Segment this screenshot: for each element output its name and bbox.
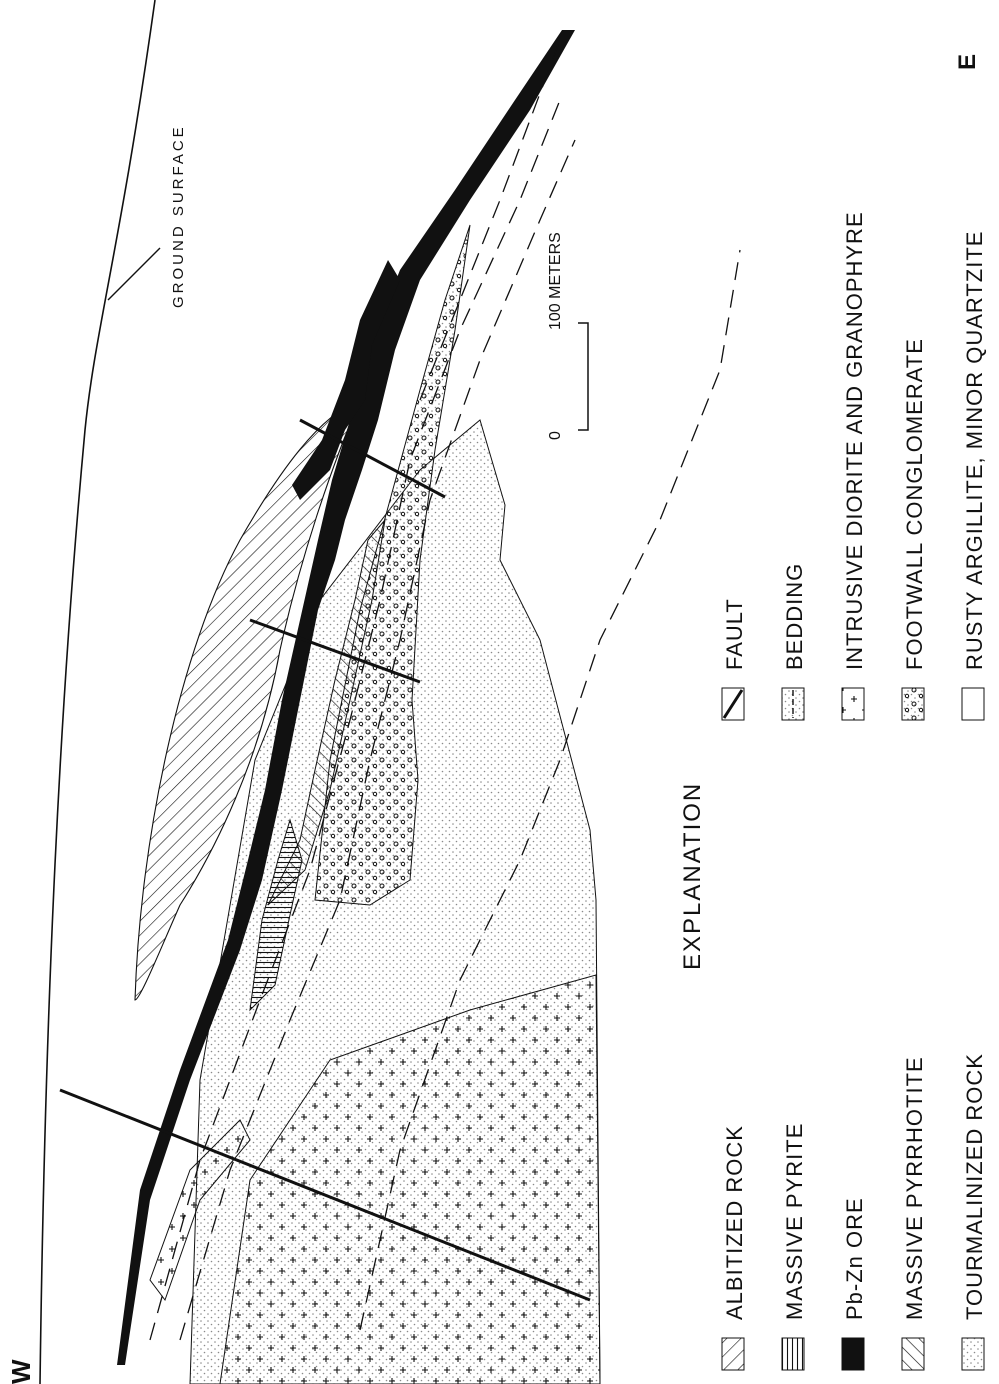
legend-swatch-pyrrhotite <box>902 1338 924 1370</box>
legend-swatch-tourmalinized <box>962 1338 984 1370</box>
legend-swatch-argillite <box>962 688 984 720</box>
legend-swatch-pbzn <box>842 1338 864 1370</box>
legend-label-fault: FAULT <box>722 598 747 670</box>
legend-label-tourmalinized: TOURMALINIZED ROCK <box>962 1053 987 1320</box>
legend-label-bedding: BEDDING <box>782 563 807 670</box>
ground-surface-label: GROUND SURFACE <box>170 124 187 308</box>
legend-label-diorite: INTRUSIVE DIORITE AND GRANOPHYRE <box>842 211 867 670</box>
legend-left-column: ALBITIZED ROCK MASSIVE PYRITE Pb-Zn ORE … <box>722 1053 987 1370</box>
legend-swatch-pyrite <box>782 1338 804 1370</box>
scale-end-label: 100 METERS <box>547 232 564 330</box>
scale-zero-label: 0 <box>547 431 564 440</box>
legend-swatch-albitized <box>722 1338 744 1370</box>
ground-surface-line <box>40 0 155 1384</box>
legend-title: EXPLANATION <box>679 782 706 970</box>
scale-bar: 0 100 METERS <box>547 232 588 440</box>
legend-swatch-conglomerate <box>902 688 924 720</box>
legend-right-column: FAULT BEDDING INTRUSIVE DIORITE AND GRAN… <box>722 211 987 720</box>
legend-label-pyrrhotite: MASSIVE PYRRHOTITE <box>902 1056 927 1320</box>
legend-swatch-diorite <box>842 688 864 720</box>
legend-label-pyrite: MASSIVE PYRITE <box>782 1123 807 1320</box>
ground-surface-leader <box>108 248 160 300</box>
west-label: W <box>6 1359 36 1384</box>
legend-label-pbzn: Pb-Zn ORE <box>842 1197 867 1320</box>
east-label: E <box>954 54 981 70</box>
legend-label-argillite: RUSTY ARGILLITE, MINOR QUARTZITE <box>962 231 987 670</box>
legend-label-albitized: ALBITIZED ROCK <box>722 1125 747 1320</box>
legend-label-conglomerate: FOOTWALL CONGLOMERATE <box>902 338 927 670</box>
